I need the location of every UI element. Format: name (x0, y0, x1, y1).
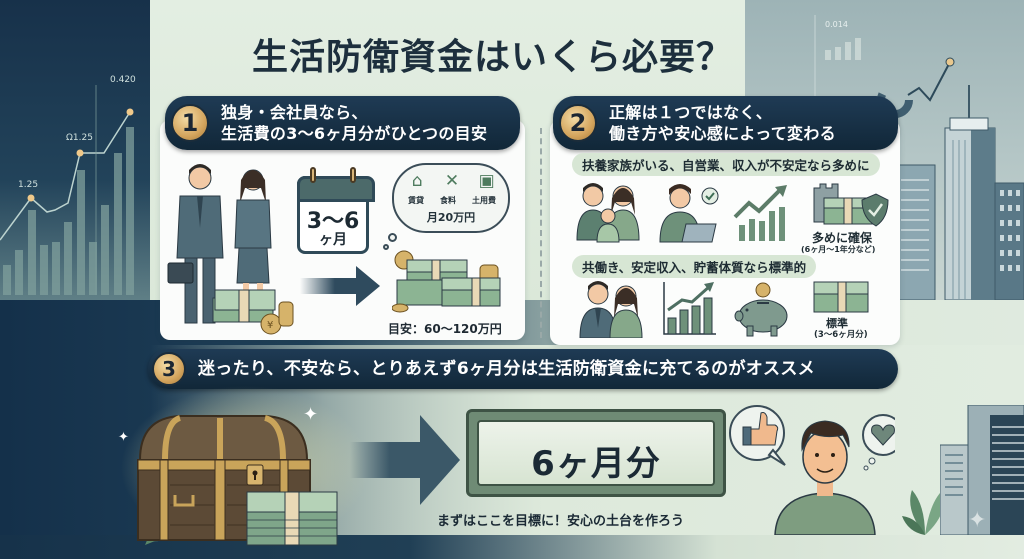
cash-pile-illustration (391, 250, 507, 319)
section-number-badge: 2 (559, 104, 597, 142)
background-left-panel (0, 0, 150, 300)
section-2-heading-text: 正解は１つではなく、 働き方や安心感によって変わる (609, 102, 836, 144)
section-3-heading: 3 迷ったり、不安なら、とりあえず6ヶ月分は生活防衛資金に充てるのがオススメ (148, 349, 898, 389)
cost-labels: 賃貸 食料 土用費 (400, 195, 504, 206)
living-cost-thought-bubble: ⌂ ✕ ▣ 賃貸 食料 土用費 月20万円 (392, 163, 510, 233)
treasure-chest-illustration (135, 410, 345, 554)
chart-label: Ω1.25 (66, 133, 93, 143)
section-2-heading: 2 正解は１つではなく、 働き方や安心感によって変わる (553, 96, 898, 150)
case-standard-result-note: (3〜6ヶ月分) (814, 330, 868, 340)
case-more-result-note: (6ヶ月〜1年分など) (801, 245, 876, 254)
self-employed-laptop-illustration (658, 180, 723, 249)
piggy-bank-icon (733, 282, 793, 341)
chart-label: 0.420 (110, 75, 136, 85)
chart-label: 1.25 (18, 180, 39, 190)
heading-line-1: 正解は１つではなく、 (609, 103, 773, 122)
thought-bubble-dot (383, 244, 389, 250)
cost-label-utilities: 土用費 (472, 196, 496, 205)
section-1-heading-text: 独身・会社員なら、 生活費の3〜6ヶ月分がひとつの目安 (221, 102, 487, 144)
happy-man-illustration (725, 395, 904, 539)
thought-bubble-dot (388, 233, 397, 242)
calendar-ring (310, 167, 316, 183)
section-1-heading: 1 独身・会社員なら、 生活費の3〜6ヶ月分がひとつの目安 (165, 96, 520, 150)
case-more-label: 扶養家族がいる、自営業、収入が不安定なら多めに (572, 153, 880, 176)
growth-chart-icon (662, 282, 717, 341)
castle-cash-shield-illustration (810, 182, 890, 236)
svg-text:¥: ¥ (267, 320, 273, 331)
result-box-inner: 6ヶ月分 (477, 420, 715, 486)
six-months-result-box: 6ヶ月分 (466, 409, 726, 497)
calendar-months-unit: ヶ月 (319, 232, 347, 248)
chart-label: 0.014 (825, 20, 848, 29)
section-3-heading-text: 迷ったり、不安なら、とりあえず6ヶ月分は生活防衛資金に充てるのがオススメ (198, 359, 815, 379)
cost-label-rent: 賃貸 (408, 196, 424, 205)
calendar-icon: 3〜6 ヶ月 (297, 167, 375, 254)
rising-chart-icon (733, 185, 788, 247)
section-number-badge: 1 (171, 104, 209, 142)
utility-icon: ▣ (478, 171, 495, 191)
working-couple-illustration (578, 280, 648, 342)
buildings-illustration (939, 404, 1024, 539)
arrow-right-icon (350, 415, 460, 505)
cash-stack-icon (812, 278, 872, 318)
page-title: 生活防衛資金はいくら必要？ (252, 36, 734, 78)
case-more-result-title: 多めに確保 (812, 231, 873, 245)
fork-knife-icon: ✕ (444, 171, 460, 191)
heading-line-2: 生活費の3〜6ヶ月分がひとつの目安 (221, 124, 488, 143)
cost-label-food: 食料 (440, 196, 456, 205)
sparkle-icon: ✦ (303, 404, 319, 425)
arrow-right-icon (300, 266, 380, 306)
decorative-bar-chart-left: 0.420 Ω1.25 1.25 (0, 60, 150, 295)
house-icon: ⌂ (411, 171, 423, 191)
family-illustration (575, 180, 645, 249)
businesspeople-illustration: ¥ (165, 158, 295, 342)
case-standard-result-title: 標準 (826, 317, 848, 330)
section-divider (540, 128, 542, 338)
estimate-amount: 目安：60〜120万円 (388, 322, 502, 336)
section-number-badge: 3 (152, 352, 186, 386)
monthly-cost-amount: 月20万円 (426, 211, 476, 224)
calendar-months-value: 3〜6 (306, 209, 360, 234)
sparkle-icon: ✦ (968, 508, 987, 533)
case-standard-label: 共働き、安定収入、貯蓄体質なら標準的 (572, 255, 817, 278)
calendar-ring (350, 167, 356, 183)
heading-line-2: 働き方や安心感によって変わる (609, 124, 836, 143)
section-3-subtext: まずはここを目標に！安心の土台を作ろう (437, 514, 685, 529)
sparkle-icon: ✦ (118, 430, 129, 445)
cost-icons: ⌂ ✕ ▣ (400, 171, 504, 191)
heading-line-1: 独身・会社員なら、 (221, 103, 368, 122)
six-months-result-text: 6ヶ月分 (531, 444, 661, 484)
